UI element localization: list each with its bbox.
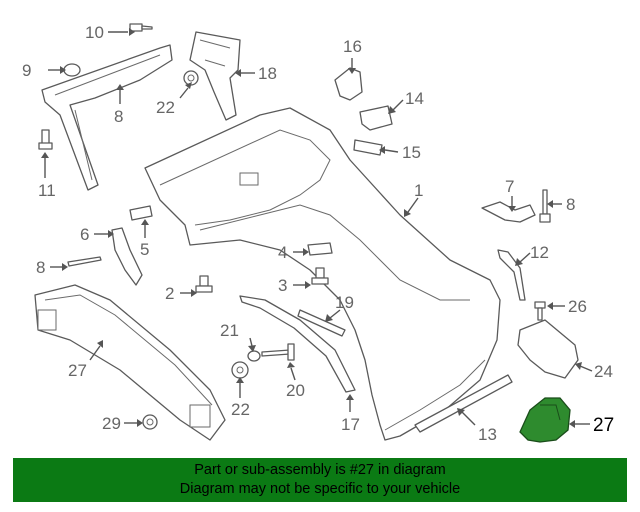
- part-19-bracket[interactable]: [189, 31, 241, 121]
- callout-10: 9: [22, 61, 31, 80]
- callout-11: 10: [85, 23, 104, 42]
- callout-24: 22: [156, 98, 175, 117]
- part-11-screw[interactable]: [129, 23, 153, 32]
- part-27-highlighted[interactable]: [519, 397, 571, 443]
- part-21-bolt[interactable]: [261, 343, 295, 361]
- part-12-bolt[interactable]: [38, 129, 53, 150]
- part-8-screw-left[interactable]: [67, 256, 102, 267]
- part-3-screw[interactable]: [311, 267, 329, 285]
- banner-line-2: Diagram may not be specific to your vehi…: [179, 481, 461, 497]
- part-5-clip[interactable]: [129, 205, 153, 221]
- callout-1: 1: [414, 181, 423, 200]
- callout-27-highlighted: 27: [593, 415, 614, 436]
- callout-19: 18: [258, 64, 277, 83]
- callout-23: 22: [231, 400, 250, 419]
- part-2-screw[interactable]: [195, 275, 213, 293]
- callout-3: 3: [278, 276, 287, 295]
- callout-21: 20: [286, 381, 305, 400]
- callout-16: 15: [402, 143, 421, 162]
- callout-12: 11: [38, 181, 56, 200]
- callout-4: 4: [278, 243, 287, 262]
- part-23-nut[interactable]: [231, 361, 249, 379]
- part-10-clip[interactable]: [63, 63, 81, 77]
- part-6-bracket[interactable]: [111, 227, 143, 286]
- part-17-bracket[interactable]: [334, 67, 363, 101]
- callout-29: 29: [102, 414, 121, 433]
- part-14-strip[interactable]: [414, 374, 513, 433]
- part-13-strip[interactable]: [497, 249, 526, 301]
- callout-17: 16: [343, 37, 362, 56]
- leader-lines: [41, 28, 593, 428]
- callout-5: 5: [140, 240, 149, 259]
- part-28-impact-bar[interactable]: [34, 284, 226, 441]
- part-18-strip[interactable]: [239, 295, 356, 393]
- callout-8-right: 8: [566, 195, 575, 214]
- part-8-screw-right[interactable]: [539, 189, 551, 223]
- part-26-bolt[interactable]: [534, 301, 546, 321]
- part-22-washer[interactable]: [247, 350, 261, 362]
- part-9-bracket[interactable]: [41, 44, 173, 191]
- callout-6: 6: [80, 225, 89, 244]
- callout-14: 13: [478, 425, 497, 444]
- callout-13: 12: [530, 243, 549, 262]
- callout-8-left: 8: [36, 258, 45, 277]
- callout-labels: 10 9 8 11 18 22 16 14 15 1 7 8 12 6 5 8 …: [22, 23, 614, 444]
- banner-line-1: Part or sub-assembly is #27 in diagram: [194, 462, 446, 478]
- part-4-clip[interactable]: [307, 242, 333, 256]
- info-banner: Part or sub-assembly is #27 in diagram D…: [13, 458, 627, 502]
- part-15-bracket[interactable]: [359, 105, 393, 131]
- part-29-nut[interactable]: [142, 414, 158, 430]
- callout-26: 26: [568, 297, 587, 316]
- callout-25: 24: [594, 362, 613, 381]
- callout-20: 19: [335, 293, 354, 312]
- callout-18: 17: [341, 415, 360, 434]
- callout-2: 2: [165, 284, 174, 303]
- part-7-bracket[interactable]: [481, 201, 536, 223]
- callout-7: 7: [505, 177, 514, 196]
- callout-22: 21: [220, 321, 239, 340]
- callout-15: 14: [405, 89, 424, 108]
- callout-9: 8: [114, 107, 123, 126]
- part-16-reflector[interactable]: [353, 139, 383, 156]
- part-25-bracket[interactable]: [517, 319, 579, 379]
- bumper-parts-diagram: 10 9 8 11 18 22 16 14 15 1 7 8 12 6 5 8 …: [22, 23, 614, 444]
- callout-28: 27: [68, 361, 87, 380]
- part-20-strip[interactable]: [297, 309, 346, 337]
